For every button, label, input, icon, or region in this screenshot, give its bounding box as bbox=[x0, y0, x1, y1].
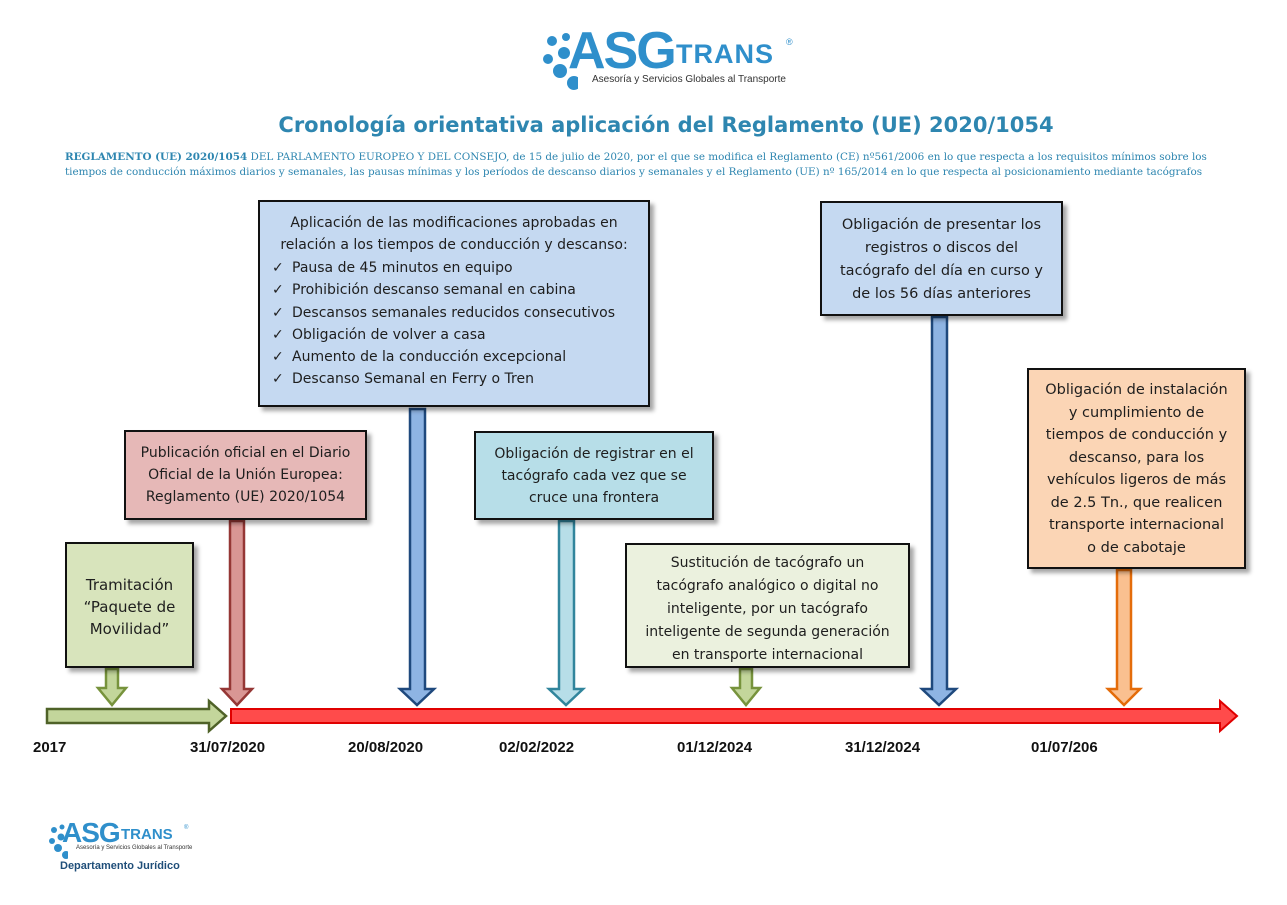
list-item: ✓ Descansos semanales reducidos consecuti… bbox=[272, 302, 648, 324]
event-line: inteligente, por un tacógrafo bbox=[667, 601, 868, 617]
event-line: Reglamento (UE) 2020/1054 bbox=[145, 489, 346, 505]
check-icon: ✓ bbox=[272, 349, 284, 366]
frontera-arrow bbox=[545, 519, 587, 707]
event-line: relación a los tiempos de conducción y d… bbox=[280, 237, 628, 253]
event-line: tacógrafo del día en curso y bbox=[840, 263, 1043, 279]
regulation-description: REGLAMENTO (UE) 2020/1054 DEL PARLAMENTO… bbox=[65, 150, 1250, 180]
tramitacion-arrow bbox=[95, 667, 129, 707]
event-line: “Paquete de bbox=[83, 598, 176, 616]
date-label: 31/07/2020 bbox=[190, 739, 266, 756]
event-line: tacógrafo analógico o digital no bbox=[656, 578, 879, 594]
event-presentar: Obligación de presentar los registros o … bbox=[820, 201, 1063, 316]
event-line: en transporte internacional bbox=[671, 647, 863, 663]
company-logo: ASG TRANS ® Asesoría y Servicios Globale… bbox=[538, 22, 808, 93]
date-label: 02/02/2022 bbox=[499, 739, 575, 756]
event-line: tacógrafo cada vez que se bbox=[501, 468, 687, 484]
list-item-label: Obligación de volver a casa bbox=[292, 326, 486, 343]
logo-asg-text: ASG bbox=[62, 817, 121, 848]
event-line: Obligación de presentar los bbox=[841, 217, 1042, 233]
event-line: Oficial de la Unión Europea: bbox=[148, 467, 343, 483]
sustitucion-arrow bbox=[729, 667, 763, 707]
timeline-green-arrow bbox=[45, 698, 228, 734]
event-line: descanso, para los bbox=[1068, 449, 1205, 466]
event-line: cruce una frontera bbox=[528, 490, 660, 506]
date-label: 2017 bbox=[33, 739, 67, 756]
event-line: Movilidad” bbox=[89, 620, 170, 638]
modification-list: ✓ Pausa de 45 minutos en equipo ✓ Prohibic… bbox=[260, 257, 648, 391]
event-instalacion: Obligación de instalación y cumplimiento… bbox=[1027, 368, 1246, 569]
event-line: o de cabotaje bbox=[1087, 539, 1186, 556]
event-line: inteligente de segunda generación bbox=[645, 624, 890, 640]
event-line: transporte internacional bbox=[1048, 517, 1225, 533]
timeline-red-arrow bbox=[230, 698, 1239, 734]
list-item-label: Descanso Semanal en Ferry o Tren bbox=[292, 371, 534, 388]
presentar-arrow bbox=[918, 315, 960, 707]
event-line: tiempos de conducción y bbox=[1045, 427, 1228, 443]
event-line: de 2.5 Tn., que realicen bbox=[1050, 494, 1223, 511]
event-line: Aplicación de las modificaciones aprobad… bbox=[290, 215, 618, 231]
logo-tagline: Asesoría y Servicios Globales al Transpo… bbox=[76, 845, 193, 851]
list-item: ✓ Aumento de la conducción excepcional bbox=[272, 346, 648, 368]
logo-registered-mark: ® bbox=[184, 825, 189, 831]
event-frontera: Obligación de registrar en el tacógrafo … bbox=[474, 431, 714, 520]
list-item: ✓ Obligación de volver a casa bbox=[272, 324, 648, 346]
regulation-name: REGLAMENTO (UE) 2020/1054 bbox=[65, 151, 248, 163]
event-line: Publicación oficial en el Diario bbox=[140, 445, 351, 461]
event-modificaciones: Aplicación de las modificaciones aprobad… bbox=[258, 200, 650, 407]
event-sustitucion: Sustitución de tacógrafo un tacógrafo an… bbox=[625, 543, 910, 668]
event-line: registros o discos del bbox=[864, 240, 1019, 256]
instalacion-arrow bbox=[1104, 568, 1144, 707]
list-item: ✓ Descanso Semanal en Ferry o Tren bbox=[272, 368, 648, 390]
event-line: de los 56 días anteriores bbox=[852, 286, 1031, 302]
logo-tagline: Asesoría y Servicios Globales al Transpo… bbox=[592, 74, 786, 85]
event-line: Obligación de instalación bbox=[1045, 382, 1228, 398]
footer-department: Departamento Jurídico bbox=[60, 860, 180, 872]
list-item: ✓ Prohibición descanso semanal en cabina bbox=[272, 279, 648, 301]
event-line: vehículos ligeros de más bbox=[1046, 472, 1227, 488]
regulation-issuer: DEL PARLAMENTO EUROPEO Y DEL CONSEJO, bbox=[247, 151, 510, 163]
footer-logo: ASG TRANS ® Asesoría y Servicios Globale… bbox=[46, 817, 196, 861]
event-line: Obligación de registrar en el bbox=[494, 446, 694, 462]
event-line: Sustitución de tacógrafo un bbox=[670, 555, 865, 571]
list-item-label: Descansos semanales reducidos consecutiv… bbox=[292, 304, 616, 321]
list-item-label: Aumento de la conducción excepcional bbox=[292, 349, 567, 366]
regulation-detail: de 15 de julio de 2020, por el que se mo… bbox=[65, 151, 1207, 178]
page-title: Cronología orientativa aplicación del Re… bbox=[278, 113, 1054, 137]
check-icon: ✓ bbox=[272, 260, 284, 276]
list-item-label: Pausa de 45 minutos en equipo bbox=[292, 260, 513, 276]
check-icon: ✓ bbox=[272, 304, 284, 321]
date-label: 01/07/206 bbox=[1031, 739, 1098, 756]
date-label: 20/08/2020 bbox=[348, 739, 424, 756]
event-tramitacion: Tramitación “Paquete de Movilidad” bbox=[65, 542, 194, 668]
check-icon: ✓ bbox=[272, 326, 284, 343]
logo-trans-text: TRANS bbox=[121, 826, 173, 843]
event-line: Tramitación bbox=[85, 576, 174, 594]
list-item-label: Prohibición descanso semanal en cabina bbox=[292, 282, 576, 299]
date-label: 31/12/2024 bbox=[845, 739, 921, 756]
event-intro: Aplicación de las modificaciones aprobad… bbox=[260, 212, 648, 256]
logo-dots-icon bbox=[543, 33, 578, 90]
date-label: 01/12/2024 bbox=[677, 739, 753, 756]
check-icon: ✓ bbox=[272, 282, 284, 299]
check-icon: ✓ bbox=[272, 371, 284, 388]
event-line: y cumplimiento de bbox=[1068, 404, 1205, 421]
list-item: ✓ Pausa de 45 minutos en equipo bbox=[272, 257, 648, 279]
event-publicacion: Publicación oficial en el Diario Oficial… bbox=[124, 430, 367, 520]
logo-dots-icon bbox=[49, 824, 68, 859]
publicacion-arrow bbox=[219, 519, 255, 707]
modificaciones-arrow bbox=[396, 407, 438, 707]
logo-trans-text: TRANS bbox=[676, 39, 774, 69]
logo-registered-mark: ® bbox=[786, 37, 793, 47]
logo-asg-text: ASG bbox=[568, 22, 677, 80]
